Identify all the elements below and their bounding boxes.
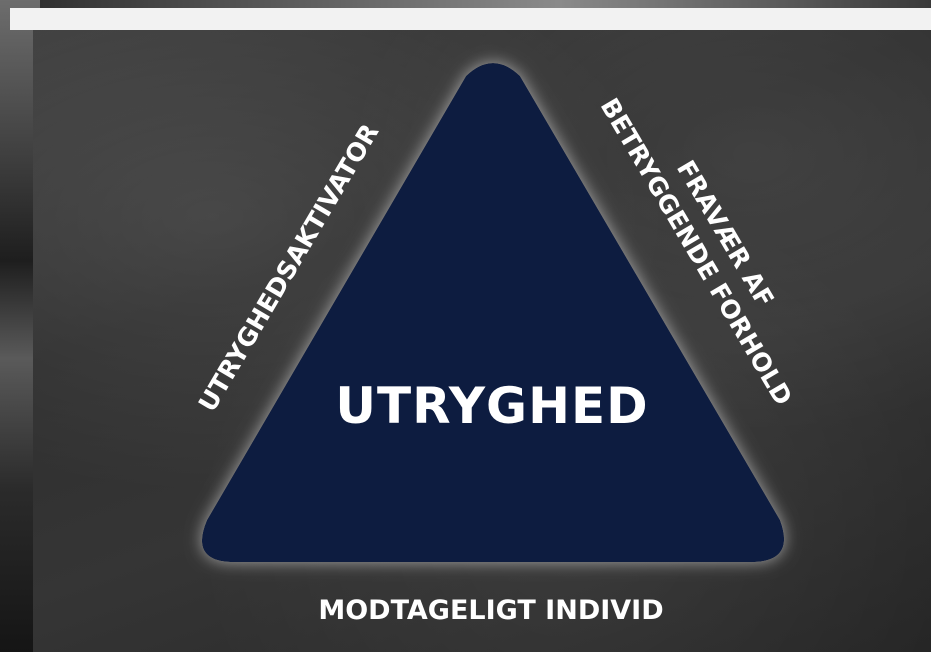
center-label: UTRYGHED bbox=[335, 377, 648, 435]
bottom-label: MODTAGELIGT INDIVID bbox=[318, 595, 663, 626]
background-photo-top bbox=[0, 0, 931, 8]
white-frame bbox=[10, 8, 931, 30]
triangle-shape bbox=[201, 63, 785, 562]
